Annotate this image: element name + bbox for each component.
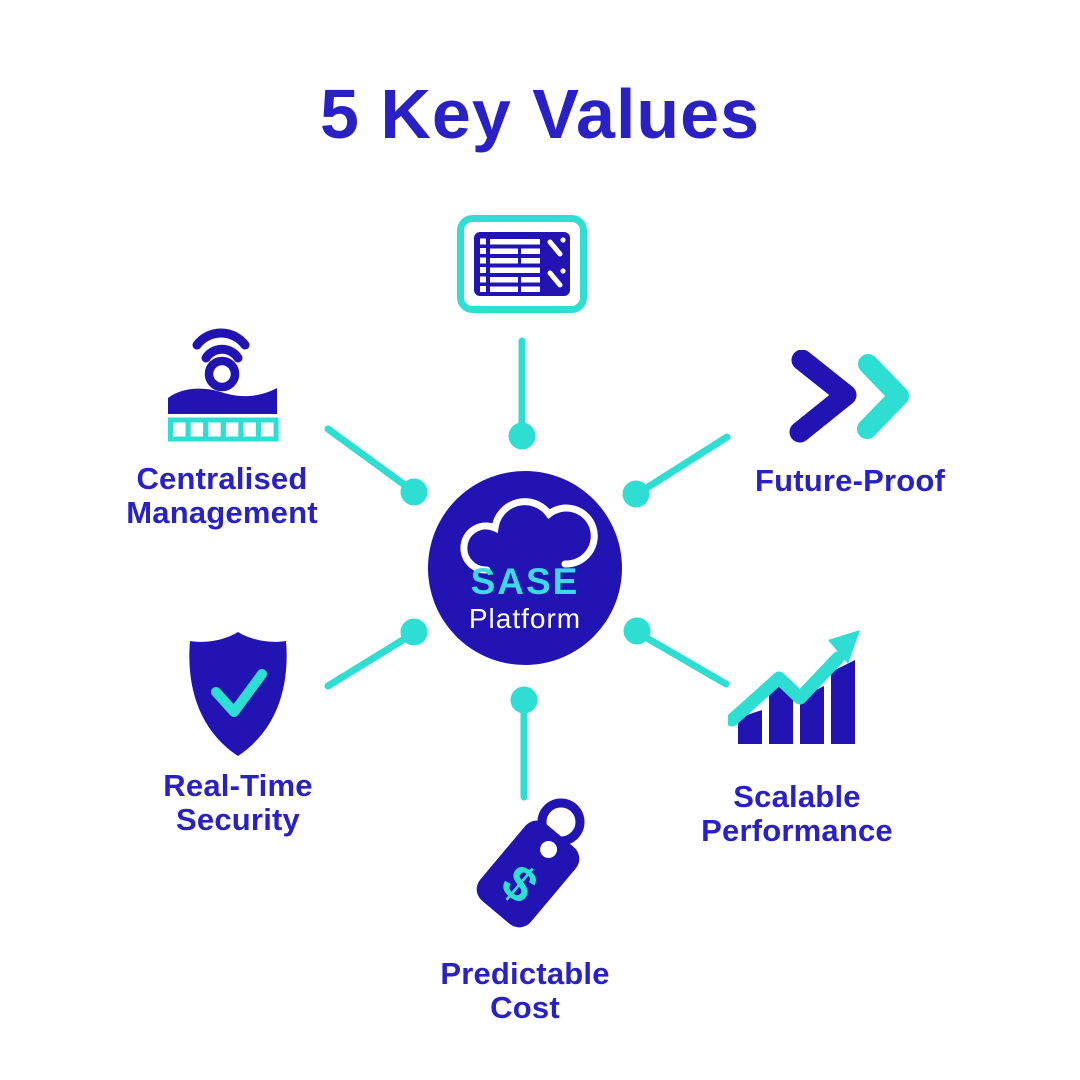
growth-arrow-line	[728, 651, 845, 727]
grid-cells	[168, 417, 279, 442]
hub-primary-label: SASE	[471, 561, 580, 602]
tag-hole	[540, 840, 558, 858]
connector-line-upper-left	[324, 425, 410, 490]
shield-body	[189, 632, 287, 756]
signal-source-ring	[204, 356, 240, 392]
hub-background-circle	[428, 471, 622, 665]
connector-dot-upper-left	[400, 478, 428, 506]
future-proof-chevrons-icon	[789, 350, 909, 443]
connector-dot-lower-left	[400, 618, 428, 646]
wave-surface	[168, 388, 277, 414]
node-label-scalable-performance: Scalable Performance	[647, 780, 947, 848]
growth-arrow-head	[828, 630, 860, 664]
report-checklist-icon	[457, 215, 587, 313]
chevron-teal	[857, 354, 909, 439]
label-line: Centralised	[136, 461, 308, 496]
hub-circle: SASE Platform	[428, 471, 622, 665]
connector-dot-lower-right	[623, 617, 651, 645]
centralised-management-icon	[168, 328, 279, 442]
realtime-security-shield-icon	[189, 632, 287, 756]
hub-secondary-label: Platform	[469, 603, 581, 634]
connector-line-upper-right	[641, 433, 731, 493]
connector-dot-bottom	[510, 686, 538, 714]
label-line: Predictable	[440, 956, 610, 991]
cloud-icon	[460, 498, 598, 574]
chevron-blue	[789, 350, 857, 443]
predictable-cost-price-tag-icon: $	[476, 798, 585, 928]
checkmark	[211, 669, 267, 717]
label-line: Performance	[701, 813, 893, 848]
scalable-performance-chart-icon	[728, 630, 860, 744]
chart-bars	[738, 660, 855, 744]
report-pen-marks	[547, 237, 566, 288]
tag-body-group: $	[476, 820, 580, 928]
node-label-predictable-cost: Predictable Cost	[375, 957, 675, 1025]
label-line: Real-Time	[163, 768, 313, 803]
connector-dot-upper-right	[622, 480, 650, 508]
label-line: Security	[176, 802, 300, 837]
node-label-centralised-management: Centralised Management	[72, 462, 372, 530]
signal-arc-outer	[192, 328, 250, 350]
connector-line-lower-left	[324, 634, 410, 690]
connector-dots	[400, 422, 651, 714]
label-line: Scalable	[733, 779, 861, 814]
label-line: Cost	[490, 990, 560, 1025]
node-label-realtime-security: Real-Time Security	[88, 769, 388, 837]
report-border	[457, 215, 587, 313]
connector-line-lower-right	[641, 633, 730, 688]
label-line: Management	[126, 495, 318, 530]
page-title: 5 Key Values	[319, 75, 761, 153]
connector-dot-top	[508, 422, 536, 450]
signal-arc-inner	[201, 344, 243, 363]
report-rows	[480, 238, 540, 292]
connector-lines	[324, 337, 731, 801]
label-line: Future-Proof	[754, 463, 946, 498]
node-label-future-proof: Future-Proof	[700, 464, 1000, 498]
